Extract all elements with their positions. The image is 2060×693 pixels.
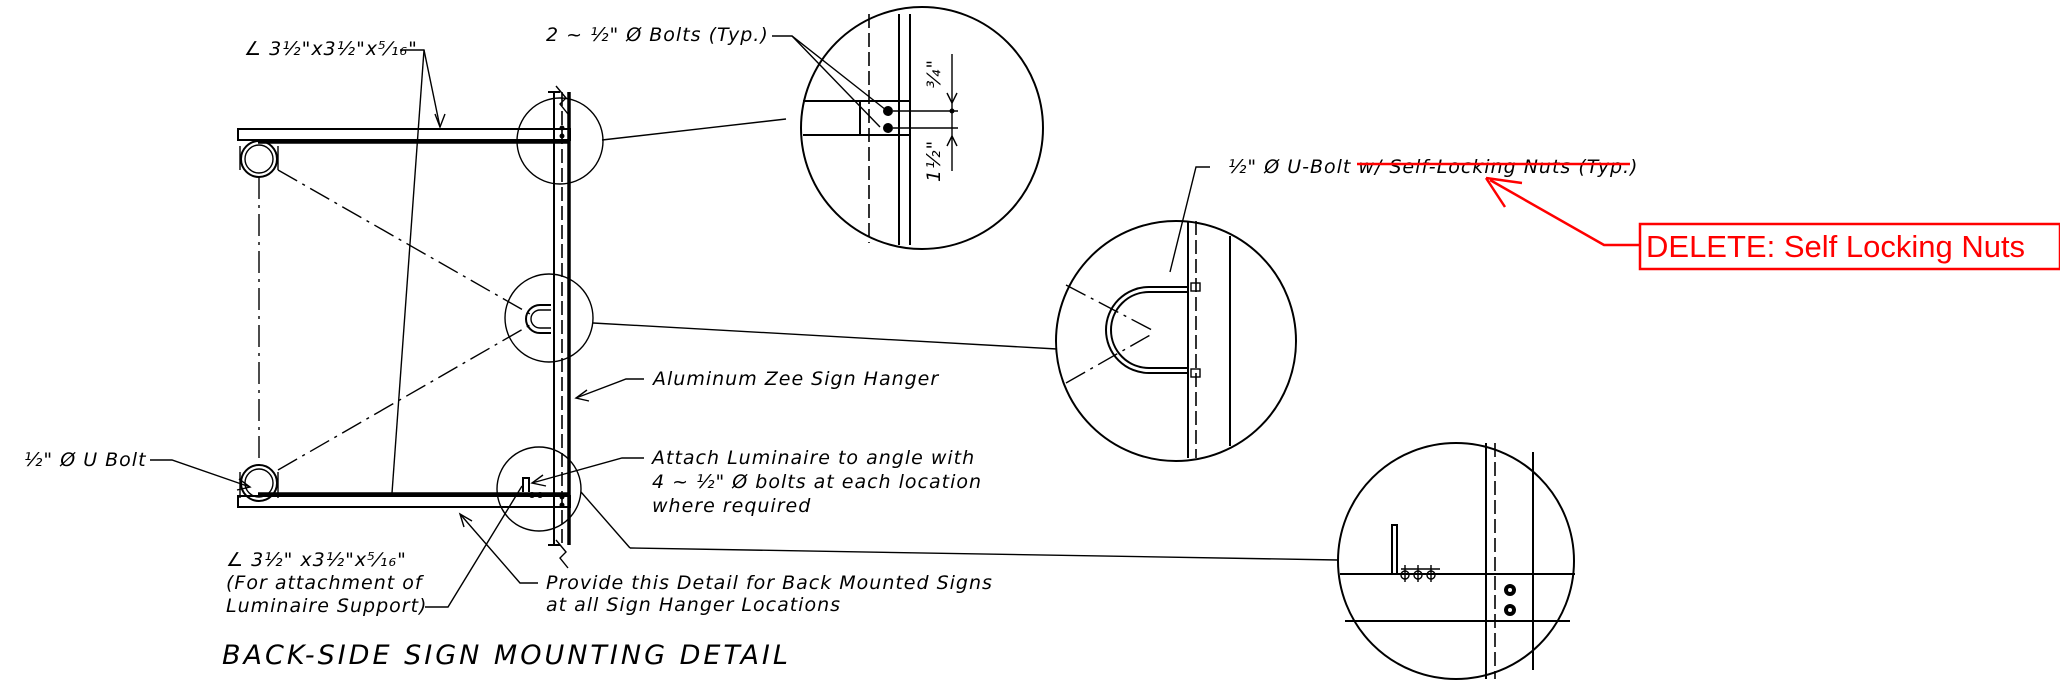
delete-note-text: DELETE: Self Locking Nuts [1646,229,2025,264]
detail-circle-luminaire [496,446,582,532]
drawing-title: BACK-SIDE SIGN MOUNTING DETAIL [222,640,791,671]
label-angle-top: ∠ 3½"x3½"x⁵⁄₁₆" [244,38,418,60]
label-angle-bottom-line3: Luminaire Support) [226,595,427,617]
label-angle-bottom-line1: ∠ 3½" x3½"x⁵⁄₁₆" [226,549,407,571]
dim-three-quarter: ¾" [923,59,945,88]
zee-sign-hanger [548,85,571,569]
struck-text: w/ Self-Locking Nuts (Typ.) [1358,156,1638,178]
delete-note-box [1638,222,2060,271]
label-provide-line1: Provide this Detail for Back Mounted Sig… [546,572,993,594]
detail-circle-ubolt [504,273,594,363]
label-attach-line3: where required [652,495,811,517]
bottom-angle [237,495,571,508]
label-attach-line2: 4 ~ ½" Ø bolts at each location [652,471,982,493]
label-u-bolt: ½" Ø U Bolt [24,449,147,471]
middle-pipe-ubolt [525,304,551,334]
dim-one-half: 1½" [923,140,945,182]
main-assembly [237,85,604,569]
top-angle [237,128,571,141]
detail-bolts-enlarged [800,6,1044,250]
label-angle-bottom-line2: (For attachment of [226,572,425,594]
label-zee-hanger: Aluminum Zee Sign Hanger [651,368,939,390]
label-ubolt-nuts: ½" Ø U-Bolt w/ Self-Locking Nuts (Typ.) [1228,156,1638,178]
detail-ubolt-enlarged [1055,220,1297,462]
top-pipe [239,140,279,178]
detail-luminaire-enlarged [1337,442,1575,680]
markup-arrow [1489,178,1640,247]
label-provide-line2: at all Sign Hanger Locations [546,594,841,616]
delete-markup: DELETE: Self Locking Nuts [1357,162,2060,271]
detail-circle-bolts [516,97,604,185]
label-attach-line1: Attach Luminaire to angle with [650,447,975,469]
label-bolts-typ: 2 ~ ½" Ø Bolts (Typ.) [546,24,769,46]
